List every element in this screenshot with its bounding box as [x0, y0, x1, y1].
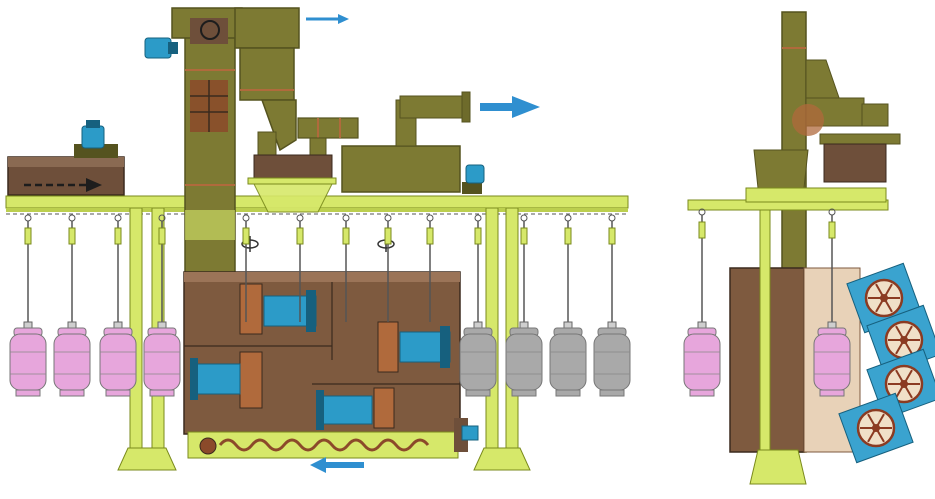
- chamber-motors: [190, 283, 451, 430]
- hanger: [520, 214, 528, 322]
- separator-tower: [234, 7, 300, 163]
- hanger: [24, 214, 32, 322]
- hanger: [608, 214, 616, 322]
- conveyor-motor: [74, 120, 118, 158]
- blast-motor-2: [190, 351, 263, 409]
- hanger: [426, 214, 434, 322]
- hanger: [158, 214, 166, 322]
- rotation-icon: [200, 20, 220, 40]
- screw-conveyor: [187, 418, 479, 459]
- blast-motor-3: [377, 321, 451, 373]
- side-cylinder-inside: [813, 321, 851, 397]
- side-cylinder-raw: [683, 321, 721, 397]
- grit-hopper: [247, 154, 337, 213]
- cylinder-clean: [505, 321, 543, 397]
- side-duct: [792, 59, 901, 183]
- hanger: [474, 214, 482, 322]
- elevator-motor: [144, 37, 178, 59]
- arrow-right-icon: [338, 14, 349, 24]
- hanger: [296, 214, 304, 322]
- cylinder-clean: [459, 321, 497, 397]
- side-rail: [687, 187, 889, 211]
- side-foot: [749, 449, 807, 485]
- side-hangers: [683, 208, 851, 397]
- cylinder-clean: [549, 321, 587, 397]
- hanger: [342, 214, 350, 322]
- arrow-left-icon: [310, 457, 326, 473]
- side-hopper: [753, 149, 809, 189]
- side-leg: [759, 209, 771, 451]
- front-cylinders: [9, 321, 631, 397]
- feed-conveyor: [7, 156, 125, 196]
- cylinder-raw: [99, 321, 137, 397]
- cylinder-clean: [593, 321, 631, 397]
- hanger: [242, 214, 250, 322]
- blast-motor-4: [316, 387, 395, 430]
- fan-motor: [465, 164, 485, 184]
- bucket-elevator: [171, 7, 243, 279]
- hanger: [114, 214, 122, 322]
- blast-wheel: [838, 392, 914, 464]
- side-hanger: [828, 208, 836, 322]
- air-outlet-arrow: [306, 14, 349, 24]
- side-view: [683, 11, 935, 485]
- dashed-arrow-head-icon: [86, 178, 102, 192]
- exhaust-arrow: [480, 96, 540, 118]
- hanger: [68, 214, 76, 322]
- side-blast-wheels: [838, 262, 935, 464]
- front-hangers: [24, 214, 616, 322]
- cylinder-raw: [9, 321, 47, 397]
- dust-collector: [341, 91, 485, 194]
- rotation-indicators: [241, 236, 395, 252]
- front-view: [5, 7, 631, 473]
- cylinder-raw: [143, 321, 181, 397]
- hanger: [564, 214, 572, 322]
- hanger: [384, 214, 392, 322]
- screw-icon: [218, 438, 430, 452]
- cylinder-raw: [53, 321, 91, 397]
- return-arrow: [310, 457, 364, 473]
- arrow-right-icon: [512, 96, 540, 118]
- side-hanger: [698, 208, 706, 322]
